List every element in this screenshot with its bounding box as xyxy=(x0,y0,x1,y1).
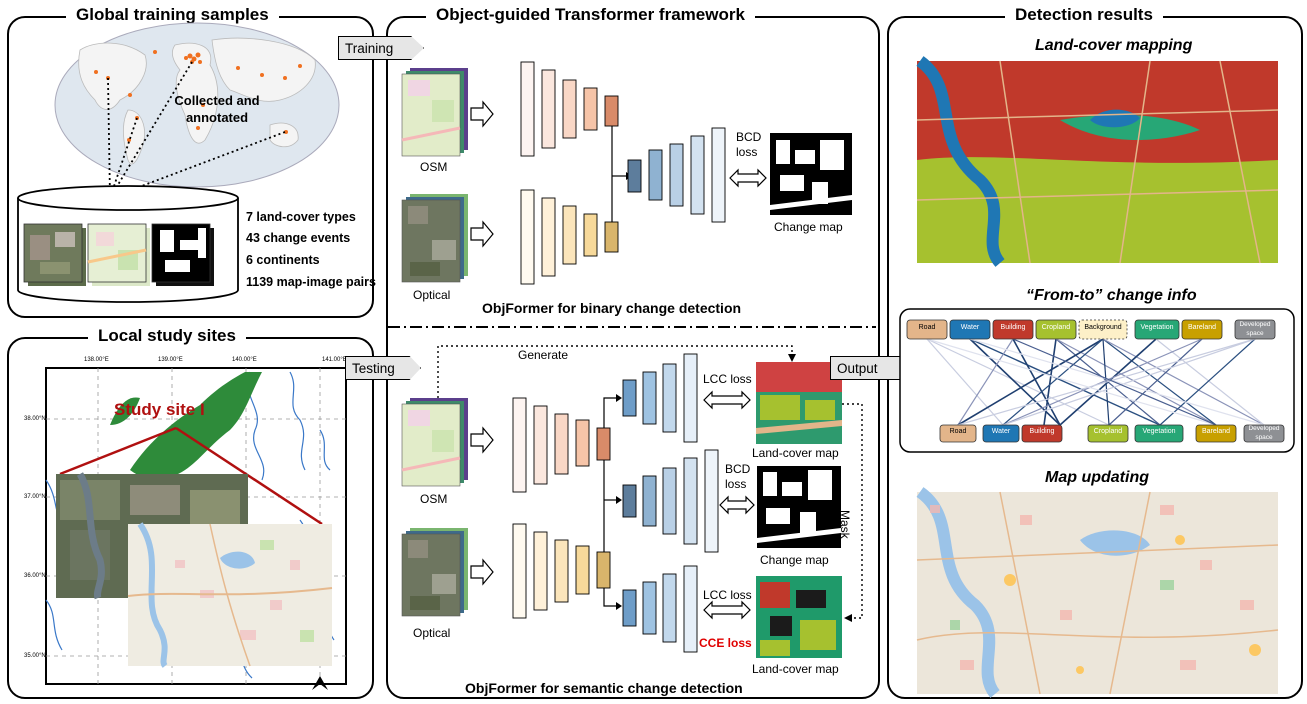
source-class-vegetation: Vegetation xyxy=(1140,324,1174,331)
target-class-building: Building xyxy=(1029,428,1055,435)
training-tag: Training xyxy=(338,36,424,60)
cce-loss-label: CCE loss xyxy=(699,636,752,650)
source-class-road: Road xyxy=(918,324,936,331)
training-encoder-top xyxy=(520,61,619,157)
lat-label-37: 37.00°N xyxy=(24,494,46,500)
testing-change-map-label: Change map xyxy=(760,553,829,567)
input-arrows-testing xyxy=(470,426,494,586)
target-class-cropland: Cropland xyxy=(1093,428,1123,435)
collected-annotation: Collected and annotated xyxy=(174,93,260,125)
north-arrow-icon xyxy=(312,676,328,690)
framework-panel-title: Object-guided Transformer framework xyxy=(426,5,755,25)
study-region xyxy=(130,372,262,480)
target-class-water: Water xyxy=(991,428,1011,435)
lat-label-35: 35.00°N xyxy=(24,653,46,659)
fromto-lines xyxy=(926,338,1265,426)
lon-label-141: 141.00°E xyxy=(322,357,347,363)
mapping-title: Land-cover mapping xyxy=(1035,37,1193,54)
asia-shape xyxy=(211,37,316,102)
training-optical-stack xyxy=(401,194,468,283)
lon-label-140: 140.00°E xyxy=(232,357,257,363)
training-bcd-loss-label: BCD loss xyxy=(736,130,762,159)
lon-label-139: 139.00°E xyxy=(158,357,183,363)
lat-label-38: 38.00°N xyxy=(24,416,46,422)
training-osm-label: OSM xyxy=(420,160,448,174)
training-osm-stack xyxy=(401,68,468,157)
bcd-decoder-middle xyxy=(622,449,719,553)
landcover-map-top xyxy=(756,362,842,444)
landcover-map-bottom xyxy=(756,576,842,658)
mask-path xyxy=(842,403,863,619)
fromto-source-classes xyxy=(906,319,1276,340)
lat-label-36: 36.00°N xyxy=(24,573,46,579)
source-class-developed: Developed space xyxy=(1239,321,1271,337)
source-class-cropland: Cropland xyxy=(1041,324,1071,331)
target-class-developed: Developed space xyxy=(1248,425,1280,441)
stat-change-events: 43 change events xyxy=(246,231,351,245)
testing-encoder-top xyxy=(512,397,611,493)
testing-bcd-loss-label: BCD loss xyxy=(725,462,751,491)
lon-label-138: 138.00°E xyxy=(84,357,109,363)
fromto-title: “From-to” change info xyxy=(1026,287,1197,304)
target-class-bareland: Bareland xyxy=(1201,428,1231,435)
site-line-right xyxy=(175,426,323,526)
scd-caption: ObjFormer for semantic change detection xyxy=(465,680,743,696)
testing-encoder-bottom xyxy=(512,523,611,619)
lcc-loss-top-label: LCC loss xyxy=(703,372,752,386)
bcd-double-arrow-testing xyxy=(719,495,755,515)
south-america-shape xyxy=(123,109,145,165)
training-change-map-label: Change map xyxy=(774,220,843,234)
stat-map-image-pairs: 1139 map-image pairs xyxy=(246,275,376,289)
testing-osm-label: OSM xyxy=(420,492,448,506)
bcd-caption: ObjFormer for binary change detection xyxy=(482,300,742,316)
europe-africa-shape xyxy=(171,42,219,144)
lcc-loss-bottom-label: LCC loss xyxy=(703,588,752,602)
target-class-vegetation: Vegetation xyxy=(1142,428,1176,435)
site-line-left xyxy=(59,426,177,476)
target-class-road: Road xyxy=(949,428,967,435)
testing-osm-stack xyxy=(401,398,468,487)
global-panel-title: Global training samples xyxy=(66,5,279,25)
lcc-decoder-top xyxy=(622,353,698,443)
training-optical-label: Optical xyxy=(413,288,451,302)
testing-optical-label: Optical xyxy=(413,626,451,640)
map-updating-image xyxy=(916,487,1279,698)
source-class-background: Background xyxy=(1084,324,1122,331)
island-shape xyxy=(110,397,140,425)
updating-title: Map updating xyxy=(1045,469,1149,486)
generate-path xyxy=(437,345,793,398)
study-site-label: Study site I xyxy=(114,400,205,419)
training-decoder xyxy=(627,127,726,223)
source-class-water: Water xyxy=(960,324,980,331)
local-panel-title: Local study sites xyxy=(88,326,246,346)
fromto-target-classes xyxy=(939,424,1285,443)
lcc-double-arrow-top xyxy=(703,390,751,410)
generate-label: Generate xyxy=(518,348,569,362)
stat-continents: 6 continents xyxy=(246,253,320,267)
testing-connectors xyxy=(603,397,616,607)
training-connectors xyxy=(611,126,626,222)
testing-optical-stack xyxy=(401,528,468,617)
landcover-map-bottom-label: Land-cover map xyxy=(752,662,839,676)
landcover-mapping-image xyxy=(916,56,1279,267)
landcover-map-top-label: Land-cover map xyxy=(752,446,839,460)
source-class-building: Building xyxy=(1000,324,1026,331)
north-america-shape xyxy=(78,42,147,110)
training-encoder-bottom xyxy=(520,189,619,285)
australia-shape xyxy=(269,122,299,148)
input-arrows-training xyxy=(470,100,494,248)
lcc-double-arrow-bottom xyxy=(703,600,751,620)
stat-land-cover-types: 7 land-cover types xyxy=(246,210,356,224)
testing-tag: Testing xyxy=(345,356,421,380)
results-panel-title: Detection results xyxy=(1005,5,1163,25)
lcc-decoder-bottom xyxy=(622,565,698,653)
source-class-bareland: Bareland xyxy=(1187,324,1217,331)
bcd-double-arrow-training xyxy=(729,168,767,188)
